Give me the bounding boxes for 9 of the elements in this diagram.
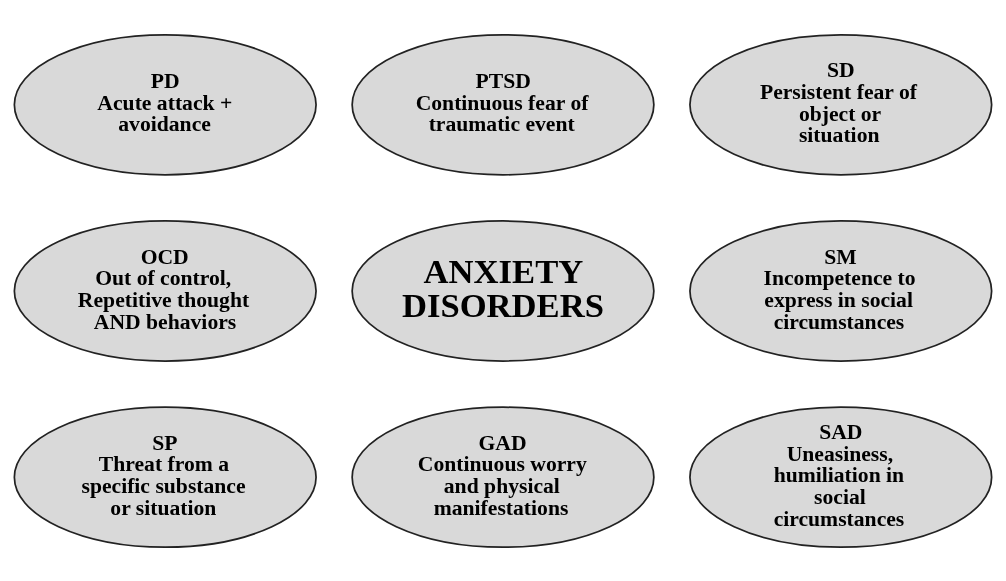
node-ellipse: SP Threat from a specific substance or situation (13, 405, 317, 548)
node-ellipse: OCD Out of control, Repetitive thought AND behaviors (13, 219, 317, 362)
node-ellipse: SM Incompetence to express in social circumstances (689, 219, 993, 362)
node-ellipse: SAD Uneasiness, humiliation in social circumstances (689, 405, 993, 548)
node-ellipse: ANXIETY DISORDERS (351, 219, 655, 362)
node-ellipse: GAD Continuous worry and physical manifestations (351, 405, 655, 548)
node-ellipse: PD Acute attack + avoidance (13, 33, 317, 176)
node-ellipse: SD Persistent fear of object or situation (689, 33, 993, 176)
node-ellipse: PTSD Continuous fear of traumatic event (351, 33, 655, 176)
